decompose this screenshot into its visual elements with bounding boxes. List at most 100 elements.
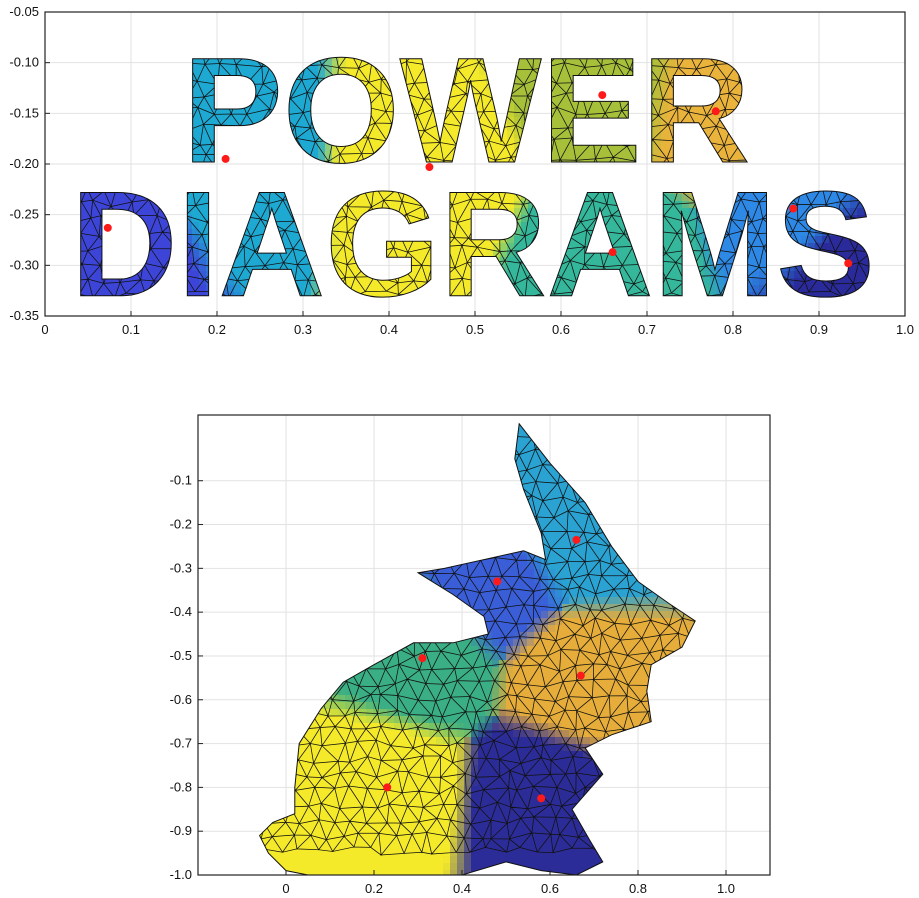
region-cell <box>801 82 809 90</box>
region-cell <box>493 110 501 118</box>
region-cell <box>374 131 382 139</box>
region-cell <box>157 82 165 90</box>
region-cell <box>185 12 193 20</box>
region-cell <box>136 187 144 195</box>
region-cell <box>864 117 872 125</box>
region-cell <box>892 54 900 62</box>
region-cell <box>710 54 718 62</box>
region-cell <box>892 152 900 160</box>
region-cell <box>171 96 179 104</box>
region-cell <box>493 68 501 76</box>
region-cell <box>836 117 844 125</box>
region-cell <box>108 208 116 216</box>
region-cell <box>773 47 781 55</box>
region-cell <box>507 138 515 146</box>
region-cell <box>234 173 242 181</box>
region-cell <box>45 33 53 41</box>
region-cell <box>647 145 655 153</box>
region-cell <box>87 187 95 195</box>
region-cell <box>724 40 732 48</box>
region-cell <box>234 187 242 195</box>
region-cell <box>143 117 151 125</box>
region-cell <box>857 173 865 181</box>
region-cell <box>731 89 739 97</box>
region-cell <box>647 12 655 20</box>
region-cell <box>430 40 438 48</box>
region-cell <box>402 159 410 167</box>
region-cell <box>360 75 368 83</box>
region-cell <box>759 152 767 160</box>
region-cell <box>801 47 809 55</box>
region-cell <box>444 145 452 153</box>
region-cell <box>738 96 746 104</box>
region-cell <box>45 215 53 223</box>
region-cell <box>857 187 865 195</box>
region-cell <box>640 166 648 174</box>
region-cell <box>724 47 732 55</box>
region-cell <box>297 54 305 62</box>
region-cell <box>318 152 326 160</box>
region-cell <box>150 54 158 62</box>
region-cell <box>164 33 172 41</box>
region-cell <box>493 12 501 20</box>
region-cell <box>801 180 809 188</box>
region-cell <box>598 138 606 146</box>
region-cell <box>45 271 53 279</box>
region-cell <box>213 89 221 97</box>
region-cell <box>577 33 585 41</box>
region-cell <box>388 40 396 48</box>
region-cell <box>612 68 620 76</box>
region-cell <box>206 194 214 202</box>
region-cell <box>353 103 361 111</box>
region-cell <box>80 25 88 27</box>
region-cell <box>549 145 557 153</box>
region-cell <box>822 117 830 125</box>
region-cell <box>94 166 102 174</box>
region-cell <box>584 47 592 55</box>
region-cell <box>661 33 669 41</box>
region-cell <box>262 33 270 41</box>
region-cell <box>101 138 109 146</box>
region-cell <box>878 103 886 111</box>
region-cell <box>374 173 382 181</box>
region-cell <box>311 61 319 69</box>
region-cell <box>794 89 802 97</box>
region-cell <box>164 12 172 20</box>
region-cell <box>738 117 746 125</box>
region-cell <box>220 26 228 34</box>
region-cell <box>185 26 193 34</box>
region-cell <box>311 201 319 209</box>
region-cell <box>227 180 235 188</box>
region-cell <box>773 26 781 34</box>
region-cell <box>843 33 851 41</box>
region-cell <box>136 96 144 104</box>
region-cell <box>836 82 844 90</box>
region-cell <box>885 96 893 104</box>
region-cell <box>507 145 515 153</box>
region-cell <box>129 180 137 188</box>
region-cell <box>157 75 165 83</box>
region-cell <box>395 124 403 132</box>
region-cell <box>45 187 53 195</box>
region-cell <box>150 187 158 195</box>
region-cell <box>836 75 844 83</box>
region-cell <box>45 61 53 69</box>
region-cell <box>255 54 263 62</box>
region-cell <box>374 110 382 118</box>
region-cell <box>591 61 599 69</box>
region-cell <box>563 145 571 153</box>
region-cell <box>143 166 151 174</box>
region-cell <box>752 138 760 146</box>
region-cell <box>45 292 53 300</box>
region-cell <box>297 68 305 76</box>
region-cell <box>367 12 375 20</box>
region-cell <box>73 25 81 27</box>
region-cell <box>500 131 508 139</box>
region-cell <box>479 75 487 83</box>
region-cell <box>129 26 137 34</box>
region-cell <box>115 68 123 76</box>
region-cell <box>283 54 291 62</box>
region-cell <box>437 208 445 216</box>
region-cell <box>773 96 781 104</box>
region-cell <box>570 201 578 209</box>
